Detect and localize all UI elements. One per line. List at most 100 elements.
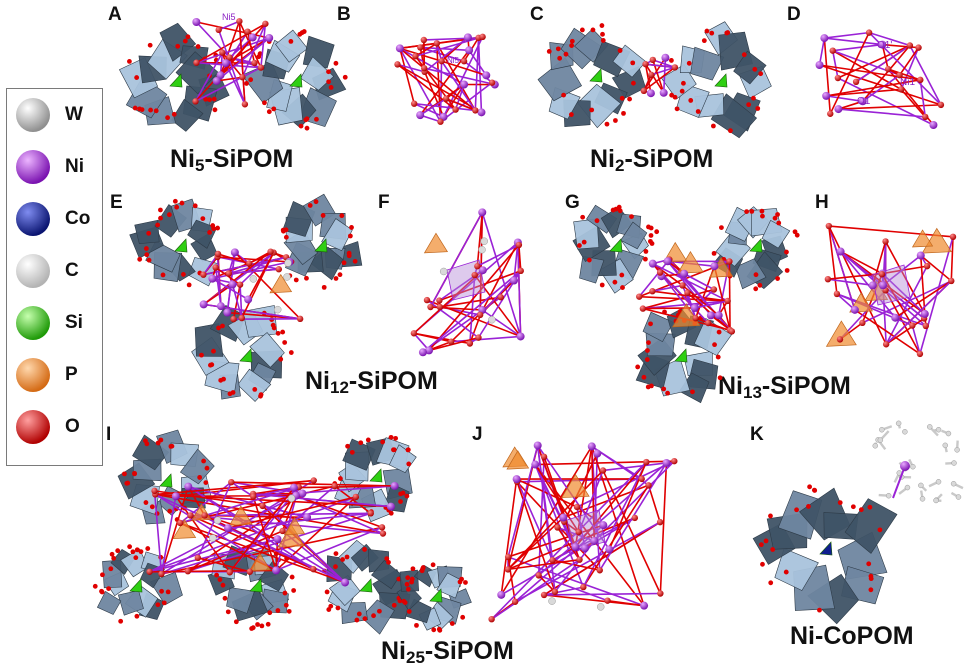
carbon-atom (933, 497, 939, 504)
bond (474, 274, 522, 337)
oxygen-atom (763, 538, 769, 544)
oxygen-atom (420, 36, 428, 44)
nickel-atom (497, 590, 506, 599)
oxygen-atom (134, 613, 140, 619)
nickel-atom (533, 441, 542, 450)
bond (854, 309, 921, 355)
oxygen-atom (175, 43, 181, 49)
oxygen-atom (649, 56, 657, 64)
legend-item-o: O (13, 407, 101, 447)
nickel-atom (273, 535, 282, 544)
bond (909, 45, 942, 106)
nickel-atom (571, 543, 580, 552)
oxygen-atom (414, 622, 419, 628)
bond (823, 38, 832, 114)
nickel-atom (646, 89, 655, 98)
oxygen-atom (466, 340, 474, 347)
ni-o-bond (892, 465, 906, 499)
oxygen-atom (158, 215, 163, 221)
nickel-atom (878, 40, 887, 49)
oxygen-atom (420, 565, 426, 570)
bond (507, 469, 604, 570)
carbon-atom (249, 275, 258, 283)
oxygen-atom (405, 447, 411, 453)
oxygen-atom (641, 374, 647, 380)
oxygen-atom (266, 109, 272, 115)
oxygen-atom (447, 338, 455, 345)
bond (423, 71, 445, 118)
oxygen-atom (596, 567, 603, 574)
oxygen-atom (281, 228, 286, 234)
oxygen-atom (646, 340, 651, 346)
oxygen-atom (259, 502, 266, 510)
sio4-tetrahedron (169, 73, 183, 88)
bond (160, 496, 177, 575)
oxygen-atom (204, 465, 210, 471)
oxygen-atom (203, 480, 209, 486)
oxygen-atom (717, 375, 723, 381)
bond (831, 50, 839, 79)
caption-ni13-sipom: Ni13-SiPOM (718, 372, 851, 402)
oxygen-atom (267, 610, 273, 616)
nickel-atom (425, 346, 434, 355)
oxygen-atom (171, 111, 177, 117)
bond (836, 293, 913, 327)
oxygen-atom (437, 627, 443, 633)
oxygen-atom (590, 27, 596, 33)
nickel-atom (590, 536, 599, 545)
nickel-atom (184, 482, 193, 491)
oxygen-atom (296, 315, 304, 323)
bond (651, 66, 676, 76)
oxygen-atom (759, 208, 765, 214)
bond (399, 48, 415, 104)
bond (694, 300, 728, 309)
nickel-atom (460, 80, 469, 89)
oxygen-atom (219, 49, 226, 56)
oxygen-atom (275, 608, 281, 613)
nickel-atom (929, 120, 938, 129)
oxygen-atom (690, 389, 695, 395)
oxygen-atom (167, 508, 173, 514)
atom-label-ni1: Ni1 (900, 77, 916, 88)
carbon-atom (919, 496, 926, 502)
oxygen-atom (619, 272, 625, 278)
bond (882, 284, 921, 355)
bond (238, 20, 262, 68)
oxygen-atom (344, 554, 350, 560)
oxygen-atom (613, 118, 618, 123)
oxygen-atom (671, 457, 678, 465)
oxygen-atom (211, 348, 216, 354)
oxygen-atom (669, 58, 674, 63)
bond (602, 470, 662, 594)
ni-octahedron (446, 259, 486, 301)
oxygen-atom (194, 554, 202, 562)
caption-ni2-sipom: Ni2-SiPOM (590, 145, 714, 175)
nickel-atom (822, 91, 831, 100)
oxygen-atom (335, 605, 341, 611)
oxygen-atom (241, 101, 249, 108)
bond (441, 60, 487, 77)
panel-letter-b: B (337, 4, 351, 25)
oxygen-atom (837, 500, 843, 506)
oxygen-atom (199, 352, 204, 358)
po4-tetrahedron (561, 473, 590, 499)
oxygen-atom (746, 102, 752, 108)
bond (885, 317, 925, 345)
bond (160, 486, 190, 575)
oxygen-atom (836, 336, 844, 343)
oxygen-atom (109, 551, 115, 557)
oxygen-atom (146, 568, 153, 575)
oxygen-atom (850, 504, 856, 510)
oxygen-atom (749, 208, 755, 214)
oxygen-atom (250, 493, 257, 500)
sio4-tetrahedron (159, 473, 173, 488)
oxygen-atom (488, 79, 496, 86)
oxygen-atom (741, 52, 747, 58)
bond (474, 37, 480, 111)
carbon-atom (910, 463, 916, 470)
bond (231, 481, 395, 487)
bond (491, 461, 647, 620)
nickel-atom (341, 578, 350, 587)
oxygen-atom (882, 341, 890, 348)
nickel-atom (386, 502, 395, 511)
